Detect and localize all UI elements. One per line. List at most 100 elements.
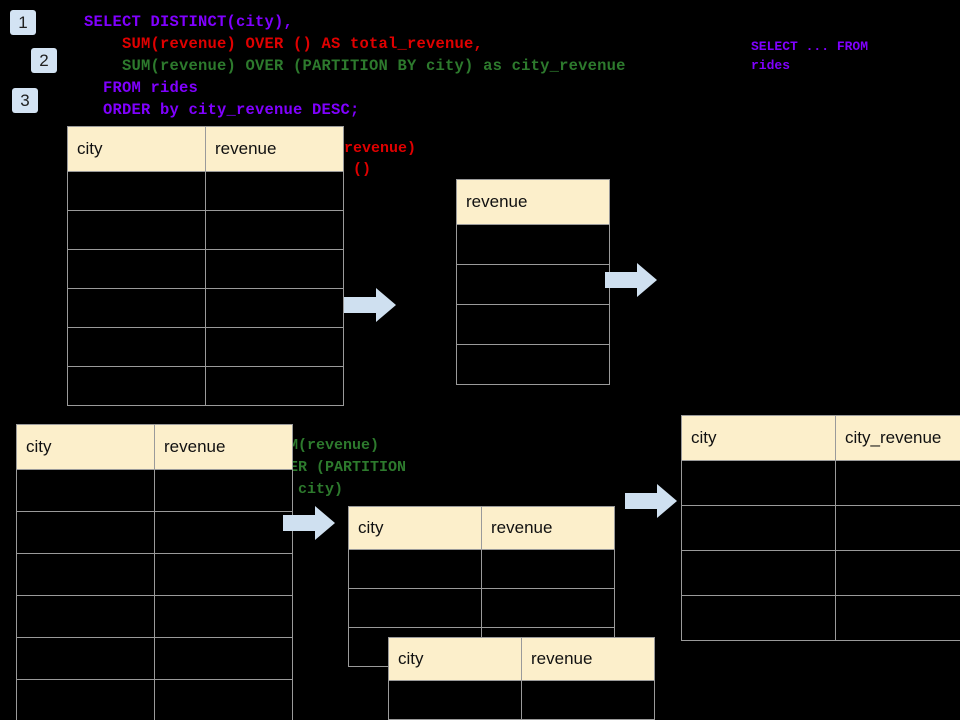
partition-group-table-back: city revenue: [348, 506, 615, 667]
table-cell: [456, 264, 610, 305]
table-row: [16, 679, 293, 720]
sql-line-total-revenue: SUM(revenue) OVER () AS total_revenue,: [84, 35, 484, 53]
table-cell: [205, 327, 344, 367]
column-header-revenue: revenue: [456, 179, 610, 225]
table-cell: [67, 288, 206, 328]
sql-line-city-revenue: SUM(revenue) OVER (PARTITION BY city) as…: [84, 57, 626, 75]
table-row: [16, 595, 293, 638]
table-cell: [154, 553, 293, 596]
city-revenue-result-table: city city_revenue: [681, 415, 960, 641]
table-row: [67, 171, 344, 211]
sql-line-order-by: ORDER by city_revenue DESC;: [84, 101, 360, 119]
table-cell: [205, 366, 344, 406]
table-row: [16, 637, 293, 680]
table-row: [388, 680, 655, 720]
table-row: [16, 553, 293, 596]
table-cell: [481, 588, 615, 628]
table-cell: [67, 249, 206, 289]
column-header-revenue: revenue: [521, 637, 655, 681]
table-header-row: city city_revenue: [681, 415, 960, 461]
table-cell: [154, 637, 293, 680]
table-cell: [16, 511, 155, 554]
table-cell: [456, 304, 610, 345]
table-cell: [835, 595, 960, 641]
table-cell: [154, 679, 293, 720]
table-cell: [16, 553, 155, 596]
column-header-city: city: [681, 415, 836, 461]
table-row: [681, 550, 960, 596]
table-header-row: city revenue: [388, 637, 655, 681]
table-row: [67, 366, 344, 406]
table-cell: [67, 366, 206, 406]
table-cell: [481, 549, 615, 589]
annotation-select-from-rides: SELECT ... FROM rides: [751, 39, 869, 73]
table-cell: [16, 679, 155, 720]
table-cell: [681, 505, 836, 551]
table-row: [681, 595, 960, 641]
table-cell: [154, 511, 293, 554]
arrow-source-to-total: [344, 288, 396, 322]
table-cell: [348, 549, 482, 589]
table-cell: [835, 505, 960, 551]
table-cell: [835, 550, 960, 596]
table-row: [348, 588, 615, 628]
table-cell: [835, 460, 960, 506]
table-row: [16, 511, 293, 554]
column-header-city: city: [67, 126, 206, 172]
total-revenue-table: revenue: [456, 179, 610, 385]
table-cell: [16, 469, 155, 512]
partition-group-table-front: city revenue: [388, 637, 655, 720]
table-row: [16, 469, 293, 512]
table-cell: [521, 680, 655, 720]
table-cell: [205, 288, 344, 328]
step-badge-3: 3: [12, 88, 38, 113]
table-cell: [205, 210, 344, 250]
table-cell: [681, 550, 836, 596]
table-cell: [205, 249, 344, 289]
column-header-city-revenue: city_revenue: [835, 415, 960, 461]
table-row: [348, 549, 615, 589]
arrow-partition-to-result: [625, 484, 677, 518]
table-row: [67, 210, 344, 250]
table-header-row: revenue: [456, 179, 610, 225]
column-header-city: city: [348, 506, 482, 550]
table-cell: [205, 171, 344, 211]
sql-line-select-distinct: SELECT DISTINCT(city),: [84, 13, 294, 31]
table-cell: [456, 344, 610, 385]
rides-source-table-bottom: city revenue: [16, 424, 293, 720]
step-badge-3-label: 3: [20, 91, 30, 110]
arrow-source-to-partition: [283, 506, 335, 540]
table-header-row: city revenue: [67, 126, 344, 172]
table-cell: [154, 595, 293, 638]
table-row: [681, 505, 960, 551]
table-row: [67, 249, 344, 289]
table-header-row: city revenue: [348, 506, 615, 550]
column-header-revenue: revenue: [481, 506, 615, 550]
column-header-city: city: [388, 637, 522, 681]
table-cell: [67, 210, 206, 250]
table-row: [67, 327, 344, 367]
table-row: [456, 264, 610, 305]
table-cell: [154, 469, 293, 512]
table-row: [456, 224, 610, 265]
table-row: [67, 288, 344, 328]
column-header-city: city: [16, 424, 155, 470]
table-cell: [67, 171, 206, 211]
table-cell: [67, 327, 206, 367]
table-cell: [456, 224, 610, 265]
table-cell: [388, 680, 522, 720]
rides-source-table-top: city revenue: [67, 126, 344, 406]
step-badge-2-label: 2: [39, 51, 49, 70]
column-header-revenue: revenue: [154, 424, 293, 470]
step-badge-2: 2: [31, 48, 57, 73]
table-cell: [681, 460, 836, 506]
table-header-row: city revenue: [16, 424, 293, 470]
arrow-total-to-result: [605, 263, 657, 297]
step-badge-1-label: 1: [18, 13, 28, 32]
table-cell: [681, 595, 836, 641]
step-badge-1: 1: [10, 10, 36, 35]
column-header-revenue: revenue: [205, 126, 344, 172]
table-row: [456, 304, 610, 345]
sql-line-from-rides: FROM rides: [84, 79, 199, 97]
